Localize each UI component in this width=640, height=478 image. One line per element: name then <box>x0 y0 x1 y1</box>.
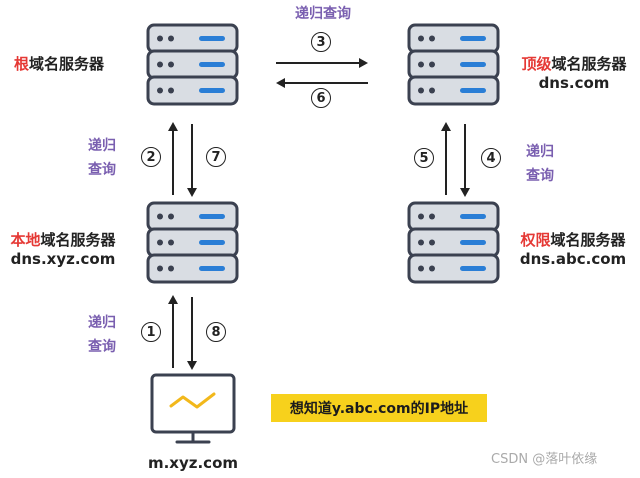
step-badge-8: 8 <box>206 322 226 342</box>
step-badge-3: 3 <box>311 32 331 52</box>
edge-label-right: 递归 查询 <box>526 144 554 184</box>
root-server-label: 根域名服务器 <box>14 55 105 73</box>
step-badge-2: 2 <box>141 147 161 167</box>
auth-server-host: dns.abc.com <box>519 250 627 268</box>
computer-icon <box>150 373 236 444</box>
tld-server-icon <box>409 25 498 104</box>
auth-server-label: 权限域名服务器 dns.abc.com <box>510 231 636 269</box>
edge-label-left-bottom: 递归 查询 <box>88 315 116 355</box>
auth-server-icon <box>409 203 498 282</box>
local-server-icon <box>148 203 237 282</box>
watermark: CSDN @落叶依缘 <box>491 452 598 467</box>
query-note: 想知道y.abc.com的IP地址 <box>271 394 487 422</box>
tld-server-host: dns.com <box>538 74 610 92</box>
local-server-label: 本地域名服务器 dns.xyz.com <box>0 231 126 269</box>
arrows <box>168 58 470 370</box>
step-badge-1: 1 <box>141 322 161 342</box>
client-host-label: m.xyz.com <box>147 454 239 472</box>
edge-label-top: 递归查询 <box>295 6 351 22</box>
step-badge-7: 7 <box>206 147 226 167</box>
edge-label-left-top: 递归 查询 <box>88 138 116 178</box>
tld-server-label: 顶级域名服务器 dns.com <box>512 55 636 93</box>
step-badge-5: 5 <box>414 148 434 168</box>
local-server-host: dns.xyz.com <box>10 250 116 268</box>
step-badge-6: 6 <box>311 88 331 108</box>
trend-line-icon <box>169 392 216 409</box>
step-badge-4: 4 <box>481 148 501 168</box>
root-server-icon <box>148 25 237 104</box>
